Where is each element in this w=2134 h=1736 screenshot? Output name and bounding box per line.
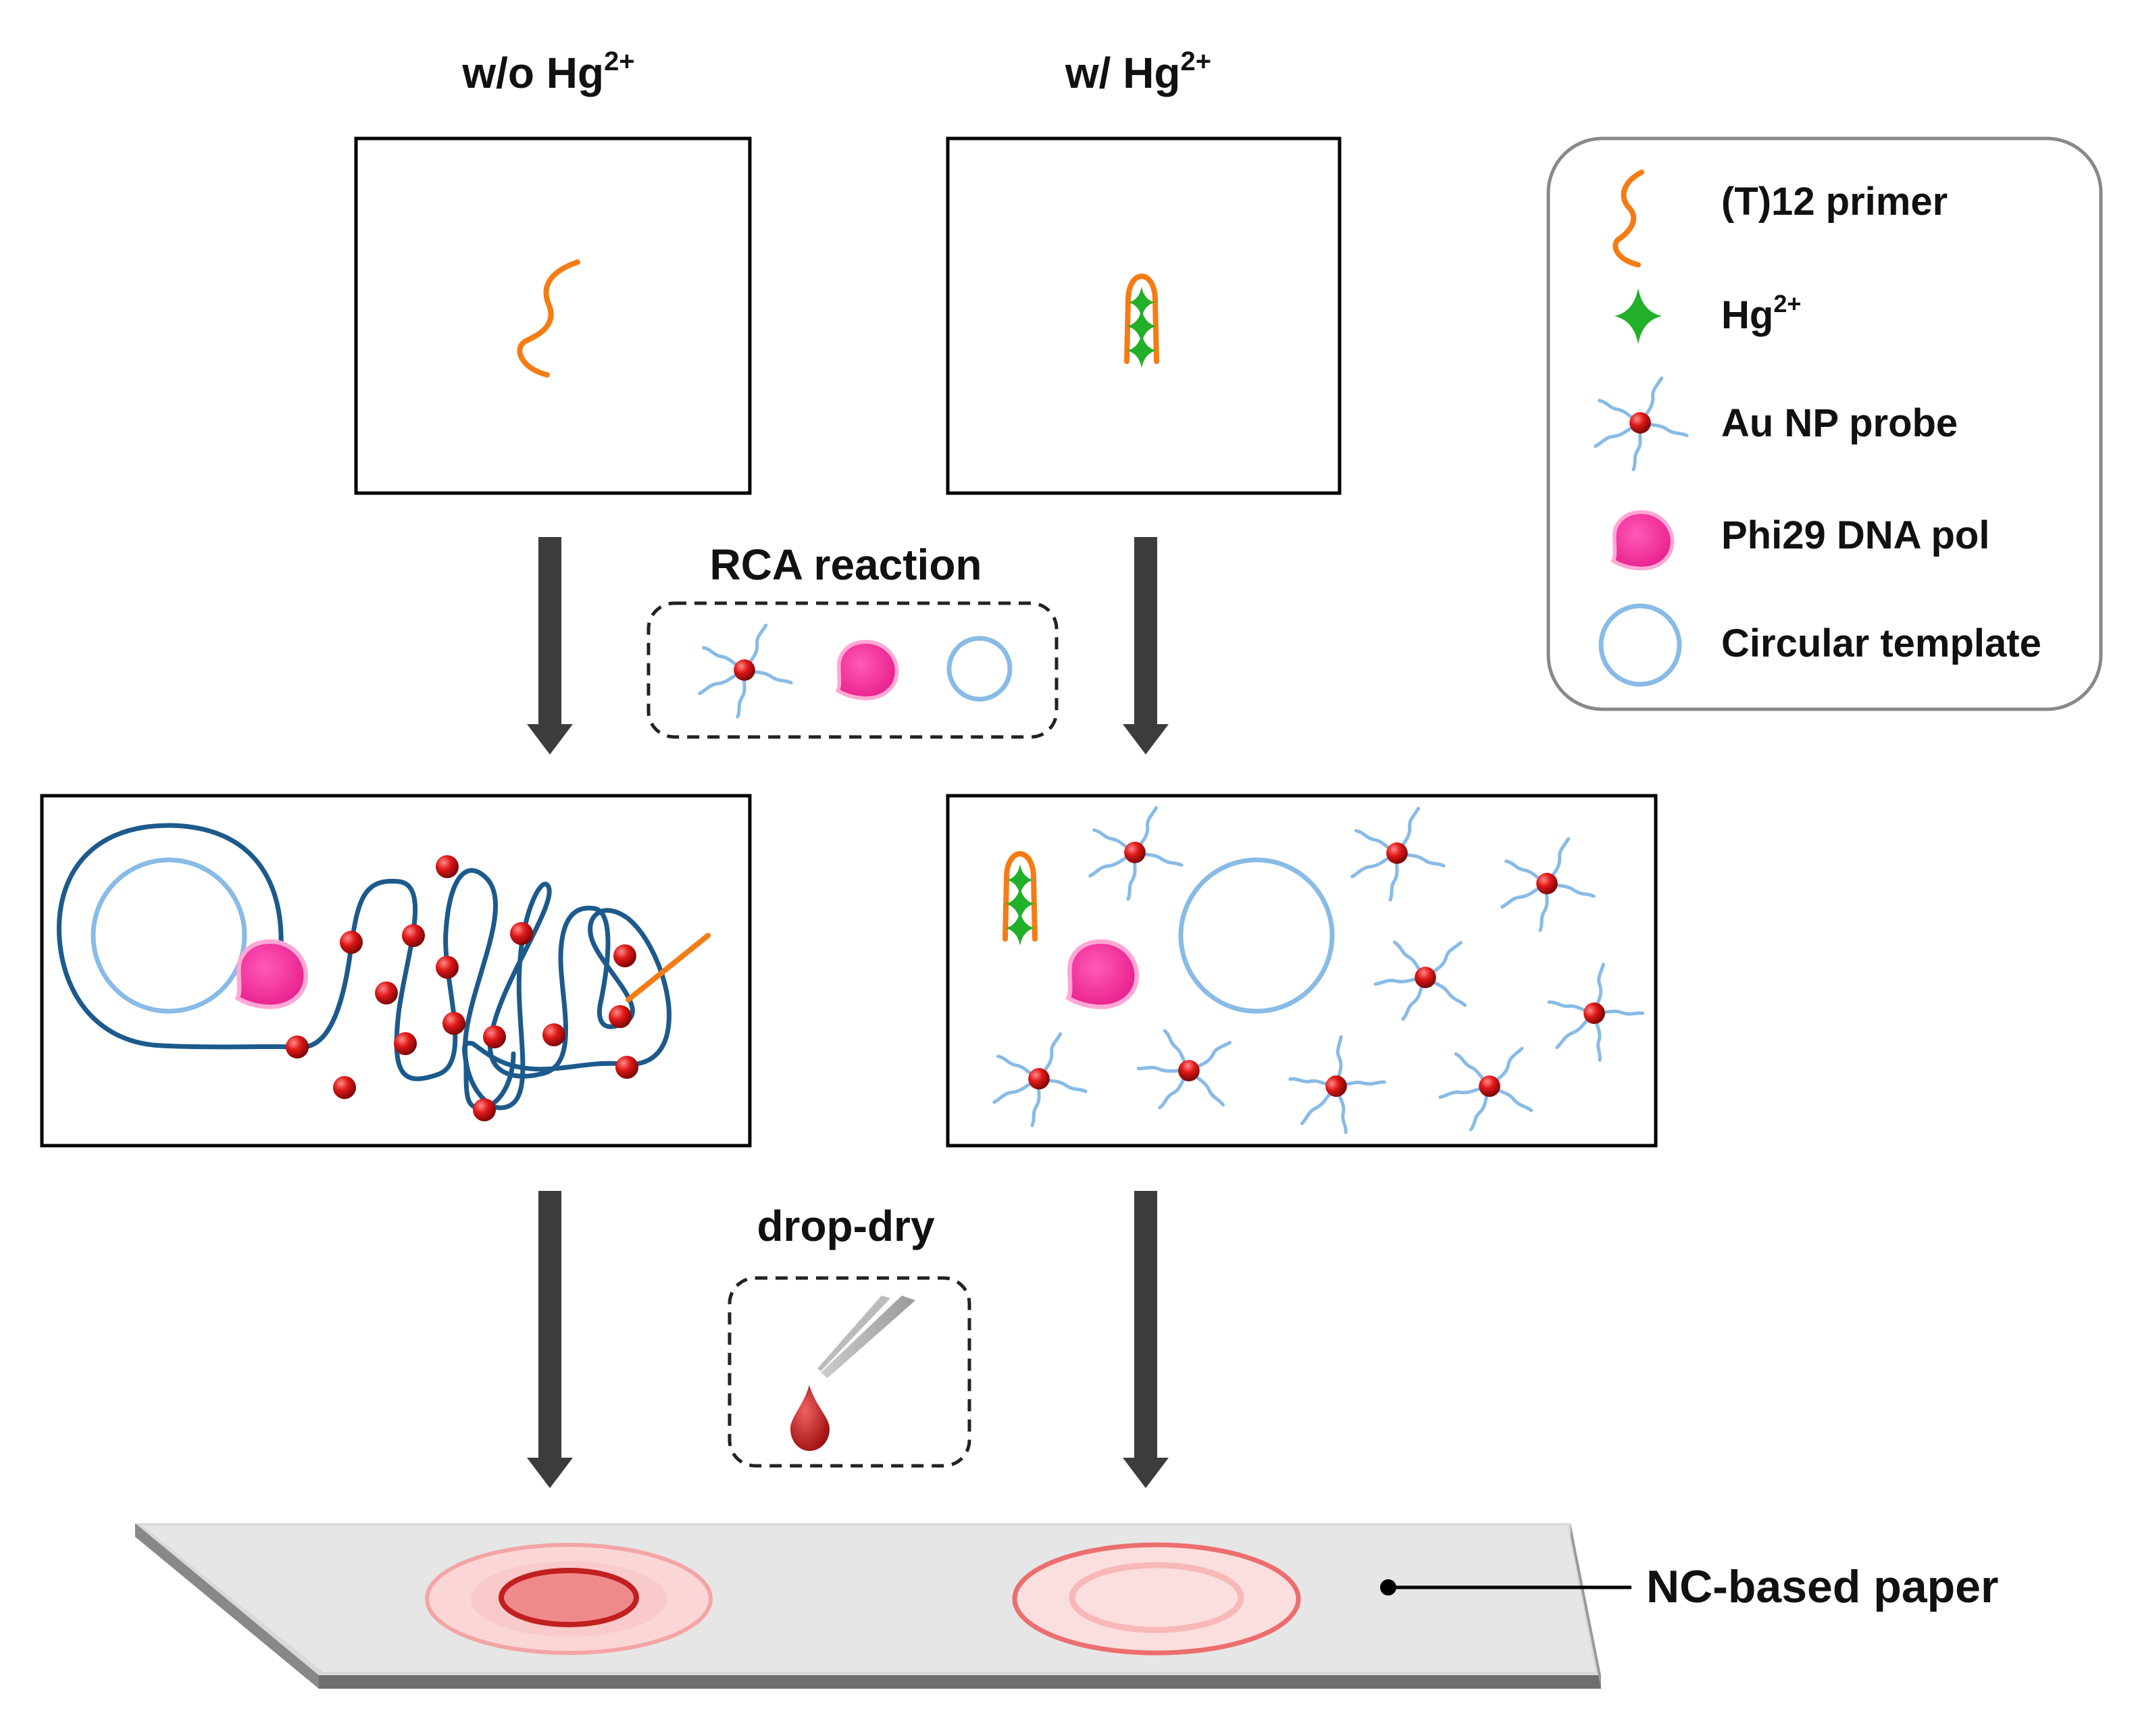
bound-circular-template [91, 857, 247, 1014]
header-without-hg: w/o Hg2+ [461, 47, 634, 97]
nc-paper-strip [135, 1523, 1601, 1689]
circular-template-icon [1598, 603, 1682, 687]
arrow-left-step1 [527, 537, 573, 755]
legend-label-au-np-probe: Au NP probe [1721, 401, 1958, 445]
arrow-left-step2 [527, 1191, 573, 1488]
legend-label-polymerase: Phi29 DNA pol [1721, 513, 1989, 557]
panel-free-reagents [946, 794, 1658, 1148]
rca-circular-template-icon [946, 636, 1013, 702]
legend-label-hg: Hg2+ [1721, 290, 1801, 337]
panel-rca-product [40, 794, 752, 1148]
header-with-hg: w/ Hg2+ [1065, 47, 1211, 97]
diffused-spot-positive [1012, 1542, 1301, 1656]
free-circular-template [1178, 857, 1335, 1014]
primer-strand [517, 259, 580, 378]
legend-label-primer: (T)12 primer [1721, 180, 1948, 224]
rca-primer-tail [626, 933, 711, 1002]
legend-label-circular-template: Circular template [1721, 621, 2041, 665]
rca-polymerase-icon [838, 642, 896, 698]
legend-box [1546, 136, 2103, 711]
nc-paper-label: NC-based paper [1646, 1561, 1998, 1612]
bound-polymerase [238, 942, 306, 1007]
polymerase-icon [1613, 512, 1672, 569]
concentrated-spot-negative [425, 1543, 713, 1655]
drop-dry-box [728, 1276, 971, 1468]
arrow-right-step2 [1123, 1191, 1169, 1488]
pipette-tip-icon [817, 1296, 915, 1378]
arrow-right-step1 [1123, 537, 1169, 755]
sample-droplet-icon [790, 1385, 830, 1451]
rca-reaction-label: RCA reaction [709, 540, 982, 589]
free-polymerase [1069, 942, 1137, 1007]
primer-icon [1612, 170, 1644, 267]
drop-dry-label: drop-dry [757, 1202, 935, 1250]
